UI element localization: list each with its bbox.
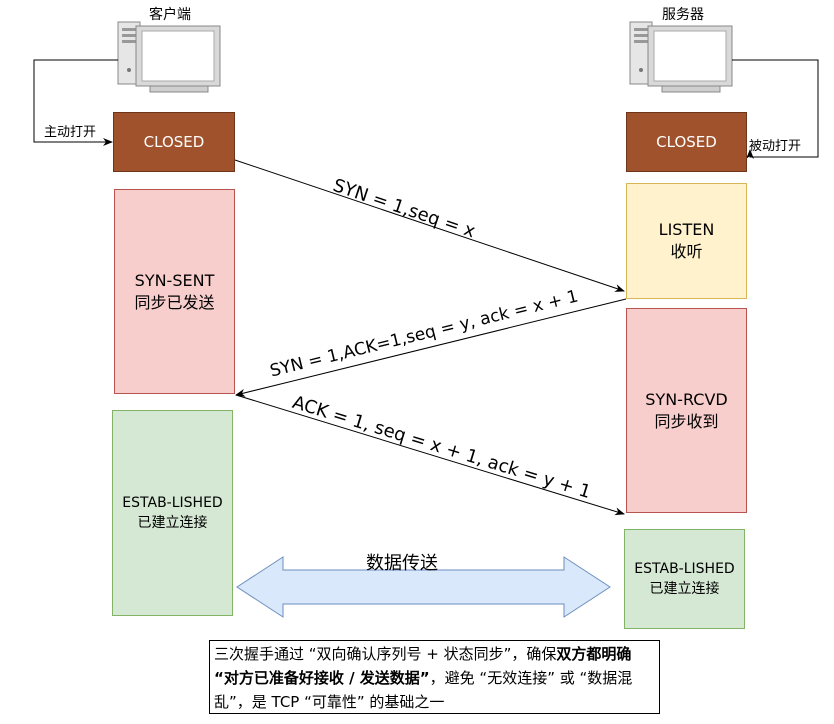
syn-rcvd-state: SYN-RCVD 同步收到 [626,308,747,513]
client-open-connector [33,59,118,146]
caption-part-2: ，避免 “无效连接” 或 “数据混乱”，是 TCP “可靠性” 的基础之一 [214,669,633,711]
data-transfer-label: 数据传送 [366,553,438,574]
server-open-connector [732,59,819,159]
server-closed-label: CLOSED [656,133,717,151]
client-computer-icon [117,21,221,93]
client-closed-state: CLOSED [113,112,235,172]
ack-arrow [235,394,625,516]
syn-rcvd-label: SYN-RCVD [645,389,728,409]
caption-box: 三次握手通过 “双向确认序列号 + 状态同步”，确保双方都明确 “对方已准备好接… [209,640,660,714]
syn-ack-arrow [235,298,627,397]
server-title: 服务器 [662,7,704,23]
syn-arrow [234,159,625,292]
client-established-state: ESTAB-LISHED 已建立连接 [112,410,233,616]
listen-label: LISTEN [658,220,715,239]
server-closed-state: CLOSED [626,112,747,172]
client-established-sublabel: 已建立连接 [137,515,208,531]
data-transfer-arrow [236,556,611,618]
syn-sent-sublabel: 同步已发送 [134,292,215,312]
client-open-label: 主动打开 [44,125,97,140]
server-open-label: 被动打开 [749,139,802,154]
client-title: 客户端 [149,7,191,23]
caption-bold: 双方都明确 “对方已准备好接收 / 发送数据” [214,645,632,687]
client-established-label: ESTAB-LISHED [122,495,223,511]
server-established-label: ESTAB-LISHED [634,561,735,577]
listen-state: LISTEN 收听 [626,183,747,299]
syn-sent-label: SYN-SENT [134,270,215,290]
caption-part-1: 三次握手通过 “双向确认序列号 + 状态同步”，确保 [214,645,557,663]
syn-sent-state: SYN-SENT 同步已发送 [114,189,235,394]
listen-sublabel: 收听 [670,242,703,261]
server-computer-icon [629,21,733,93]
server-established-sublabel: 已建立连接 [649,581,720,597]
server-established-state: ESTAB-LISHED 已建立连接 [624,529,745,629]
client-closed-label: CLOSED [143,133,205,151]
syn-rcvd-sublabel: 同步收到 [654,411,719,431]
